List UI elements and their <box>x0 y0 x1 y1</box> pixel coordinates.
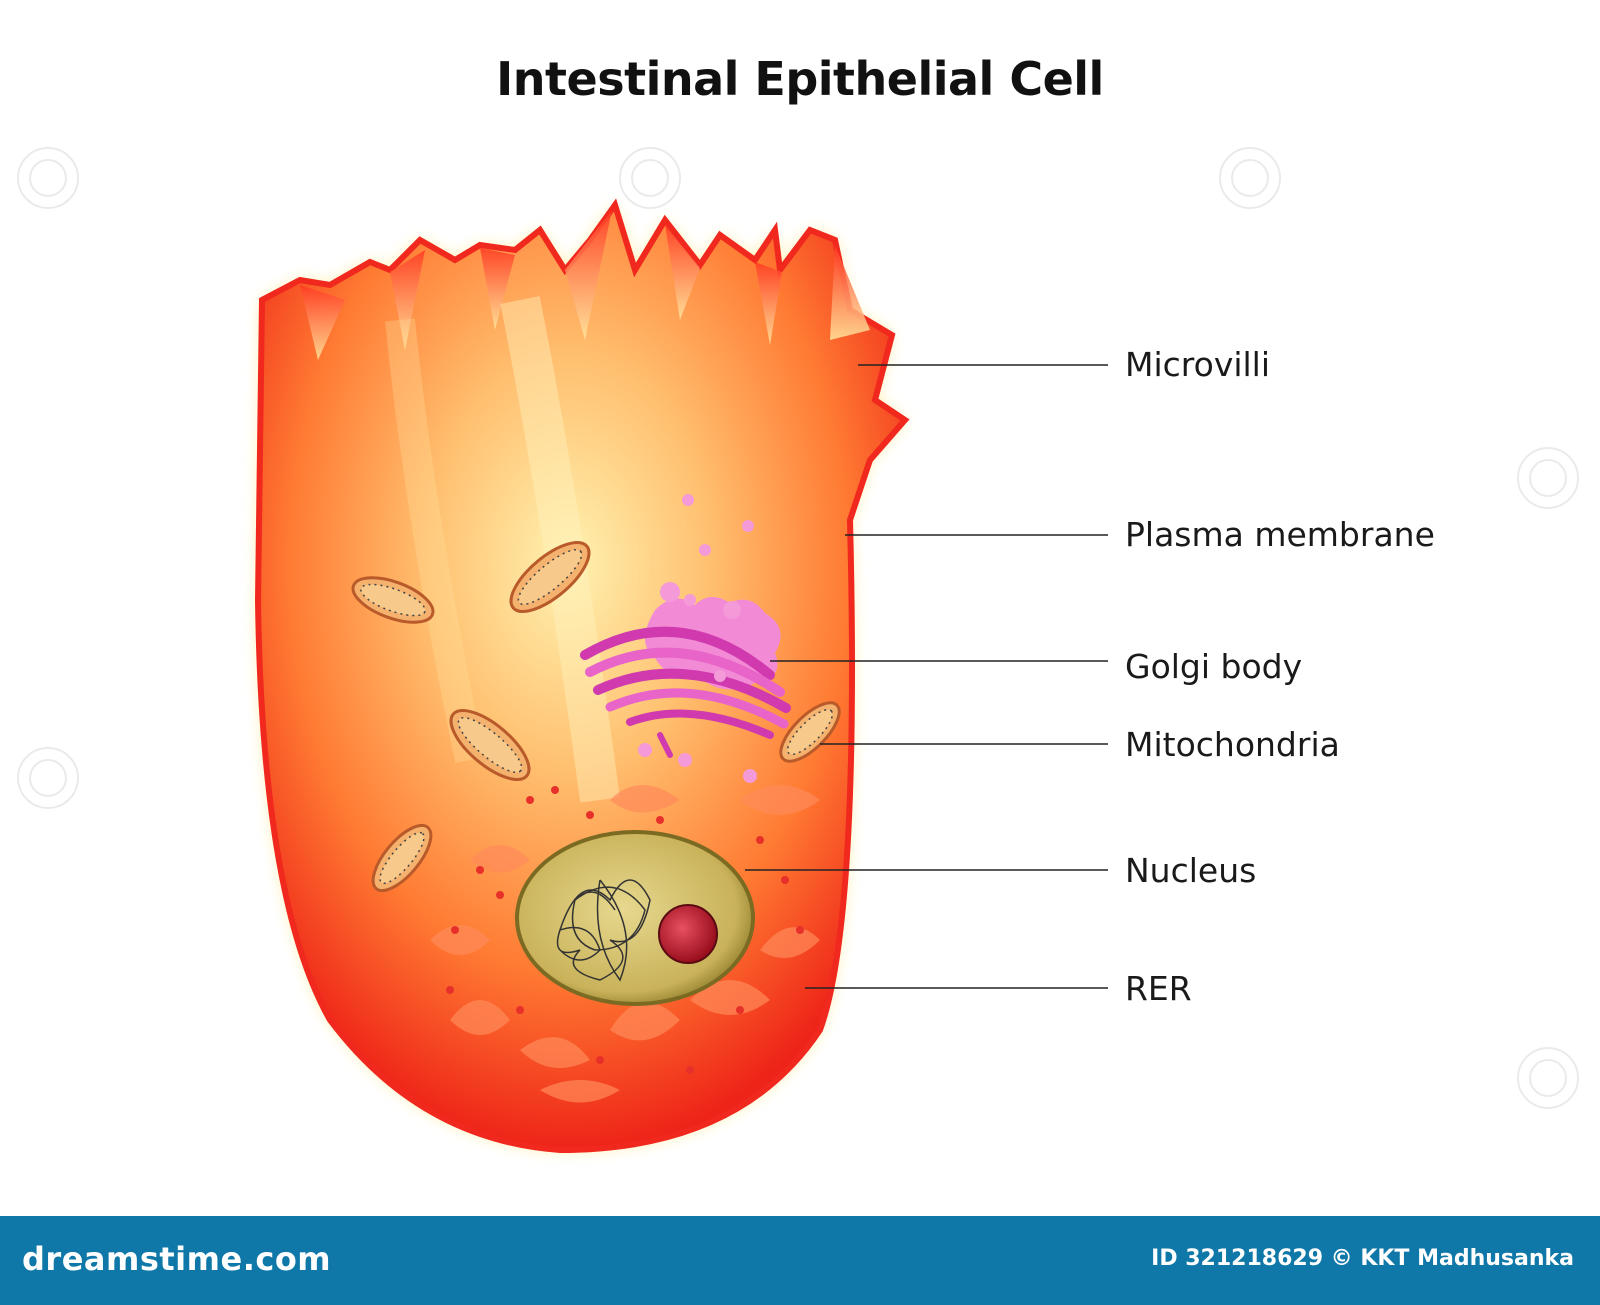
label-nucleus: Nucleus <box>1125 851 1256 890</box>
ribosome-dots <box>446 786 804 1074</box>
mitochondria <box>351 541 841 893</box>
label-mitochondria: Mitochondria <box>1125 725 1340 764</box>
cell-diagram: Microvilli Plasma membrane Golgi body Mi… <box>17 147 1579 1154</box>
footer-credit: ID 321218629 © KKT Madhusanka <box>1151 1246 1574 1271</box>
footer-site-link[interactable]: dreamstime.com <box>22 1240 332 1278</box>
label-plasma-membrane: Plasma membrane <box>1125 515 1435 554</box>
footer-bar: dreamstime.com ID 321218629 © KKT Madhus… <box>0 1216 1600 1305</box>
golgi-body <box>580 596 791 758</box>
nucleus <box>515 830 755 1006</box>
rer <box>430 785 820 1103</box>
microvilli-folds <box>300 210 870 803</box>
vesicles <box>638 494 757 783</box>
leader-lines <box>745 364 1108 989</box>
label-microvilli: Microvilli <box>1125 345 1270 384</box>
label-rer: RER <box>1125 969 1192 1008</box>
watermark-icons <box>17 147 1579 1109</box>
label-golgi-body: Golgi body <box>1125 647 1302 686</box>
labels: Microvilli Plasma membrane Golgi body Mi… <box>1125 345 1435 1008</box>
page-title: Intestinal Epithelial Cell <box>496 52 1104 106</box>
